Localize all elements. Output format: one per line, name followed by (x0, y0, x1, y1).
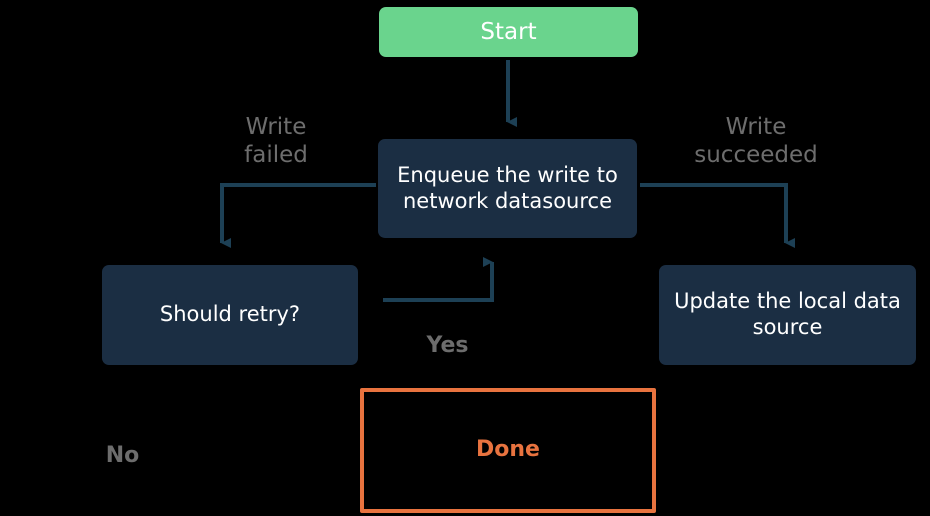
edge-label-no: No (105, 443, 140, 468)
edge-enqueue-to-update-local (640, 183, 795, 248)
node-update-local-data-source[interactable]: Update the local data source (659, 265, 916, 365)
edge-label-write-succeeded: Write succeeded (694, 114, 818, 168)
edge-label-write-failed: Write failed (244, 114, 308, 168)
node-start[interactable]: Start (379, 7, 638, 57)
node-done[interactable]: Done (360, 388, 656, 513)
node-should-retry[interactable]: Should retry? (102, 265, 358, 365)
node-enqueue-write[interactable]: Enqueue the write to network datasource (378, 139, 637, 238)
edge-enqueue-to-should-retry (220, 183, 376, 248)
edge-label-yes: Yes (426, 333, 469, 358)
edge-should-retry-to-enqueue (383, 257, 494, 302)
